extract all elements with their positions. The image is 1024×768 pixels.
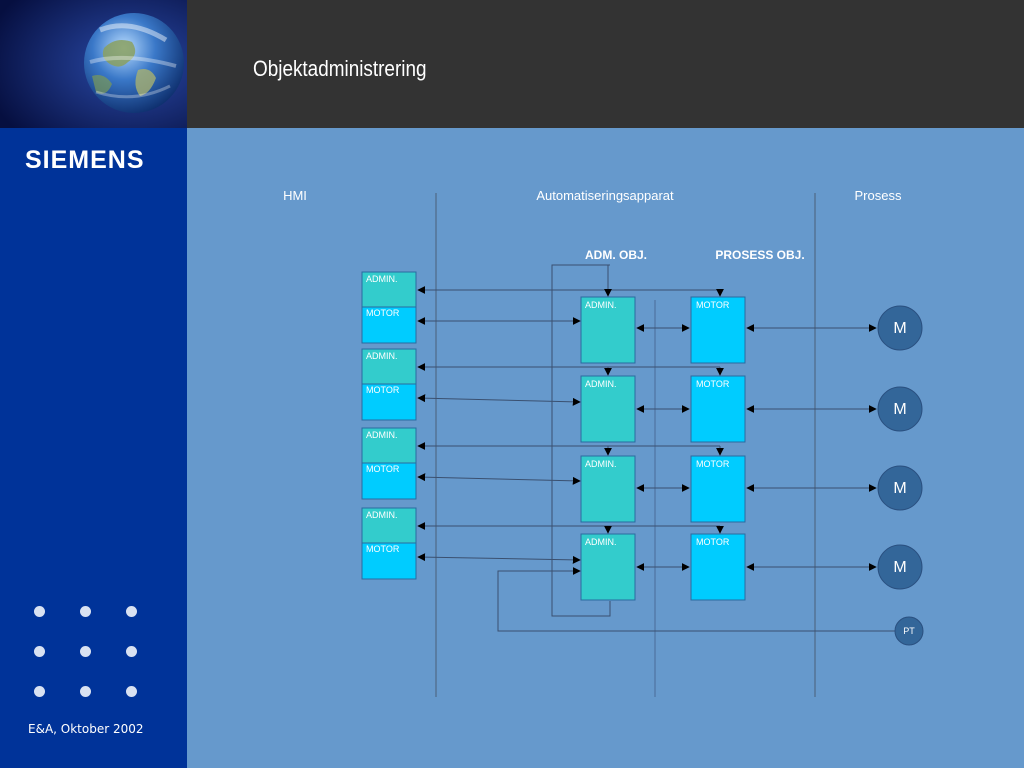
motor-object-label: MOTOR [696,300,730,310]
header-adm-obj: ADM. OBJ. [585,248,647,262]
motor-symbol-label: M [893,320,906,337]
motor-object-label: MOTOR [696,459,730,469]
header-prosess-obj: PROSESS OBJ. [715,248,804,262]
column-label-automation: Automatiseringsapparat [536,188,674,203]
adm-object-label: ADMIN. [585,300,617,310]
pressure-transmitter: PT [895,617,923,645]
hmi-admin-label: ADMIN. [366,274,398,284]
adm-object-label: ADMIN. [585,379,617,389]
motor-symbol-label: M [893,480,906,497]
hmi-motor-label: MOTOR [366,385,400,395]
hmi-adm-link-arrow [418,398,580,402]
pt-label: PT [903,626,915,636]
hmi-admin-label: ADMIN. [366,510,398,520]
motor-object-label: MOTOR [696,379,730,389]
adm-object-label: ADMIN. [585,537,617,547]
motor-symbol-label: M [893,559,906,576]
hmi-motor-label: MOTOR [366,308,400,318]
motor-symbol-label: M [893,401,906,418]
column-label-process: Prosess [855,188,902,203]
hmi-adm-link-arrow [418,557,580,560]
hmi-admin-label: ADMIN. [366,430,398,440]
column-label-hmi: HMI [283,188,307,203]
adm-object-label: ADMIN. [585,459,617,469]
hmi-motor-label: MOTOR [366,544,400,554]
motor-object-label: MOTOR [696,537,730,547]
hmi-admin-label: ADMIN. [366,351,398,361]
hmi-adm-link-arrow [418,477,580,481]
hmi-motor-label: MOTOR [366,464,400,474]
